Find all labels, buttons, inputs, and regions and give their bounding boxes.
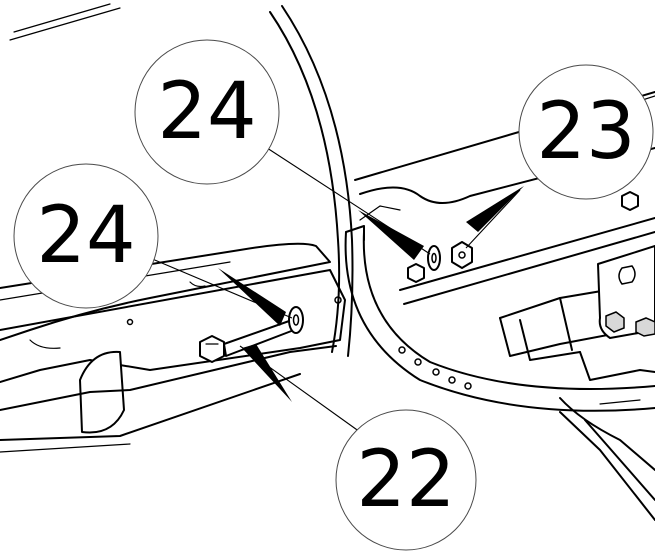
arrowhead-top-left: [358, 210, 424, 260]
callout-top-left: 24: [134, 39, 280, 185]
arrowhead-bottom: [242, 344, 292, 402]
callout-top-right: 23: [518, 64, 654, 200]
callout-label-mid-left: 24: [36, 191, 135, 281]
left-housing: [0, 3, 354, 453]
curved-strap: [344, 225, 655, 412]
hardware: [199, 191, 639, 363]
arrowhead-mid-left: [218, 268, 286, 326]
callout-mid-left: 24: [13, 163, 159, 309]
arrowhead-top-right: [466, 186, 524, 232]
callout-label-top-left: 24: [157, 67, 256, 157]
mounting-bracket: [499, 245, 655, 521]
leader-lines: [149, 145, 521, 433]
arrowheads: [218, 186, 524, 402]
callout-label-top-right: 23: [536, 87, 635, 177]
callout-label-bottom: 22: [356, 435, 455, 525]
callout-bottom: 22: [335, 409, 477, 551]
